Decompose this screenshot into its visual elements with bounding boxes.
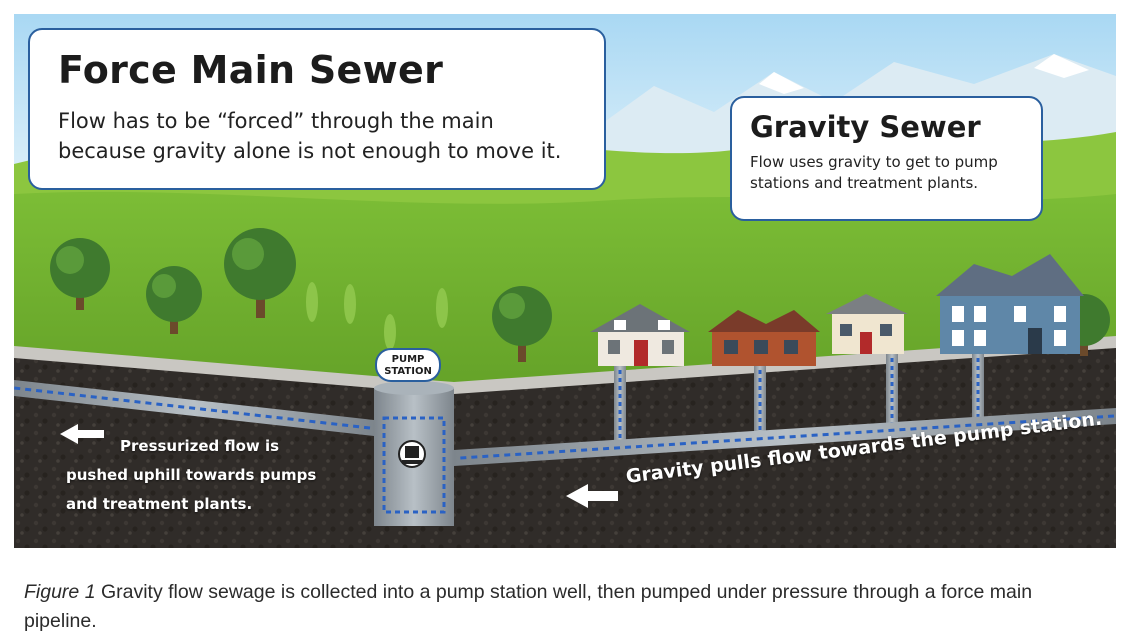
gravity-sewer-description: Flow uses gravity to get to pump station… — [750, 153, 998, 192]
house-icon — [936, 254, 1084, 354]
gravity-sewer-callout: Gravity Sewer Flow uses gravity to get t… — [730, 96, 1043, 221]
force-main-description: Flow has to be “forced” through the main… — [58, 109, 562, 163]
force-main-pipe — [14, 380, 374, 436]
tree-icon — [50, 238, 110, 310]
tree-icon — [306, 282, 318, 322]
pump-station-label-line1: PUMP — [391, 354, 425, 365]
tree-icon — [436, 288, 448, 328]
tree-icon — [492, 286, 552, 362]
gravity-main-pipe — [454, 408, 1116, 466]
house-icon — [708, 310, 820, 366]
pump-station-well — [374, 381, 454, 526]
lateral-pipes — [614, 354, 984, 452]
house-icon — [826, 294, 908, 354]
tree-icon — [344, 284, 356, 324]
force-main-callout: Force Main Sewer Flow has to be “forced”… — [28, 28, 606, 190]
figure-caption-lead: Figure 1 — [24, 581, 96, 603]
pump-station-label-line2: STATION — [384, 366, 432, 377]
figure-caption-text: Gravity flow sewage is collected into a … — [24, 581, 1033, 632]
figure-caption: Figure 1 Gravity flow sewage is collecte… — [24, 578, 1104, 636]
gravity-sewer-title: Gravity Sewer — [750, 110, 981, 144]
arrow-left-icon — [60, 424, 104, 444]
pump-icon — [398, 440, 426, 468]
pressurized-flow-label: Pressurized flow is pushed uphill toward… — [66, 437, 317, 513]
tree-icon — [384, 314, 396, 350]
ground-surface — [14, 336, 1116, 394]
house-icon — [590, 304, 690, 366]
tree-icon — [146, 266, 202, 334]
tree-icon — [224, 228, 296, 318]
force-main-title: Force Main Sewer — [58, 48, 444, 92]
arrow-left-icon — [566, 484, 618, 508]
pump-station-label: PUMP STATION — [375, 348, 441, 382]
sewer-diagram: Force Main Sewer Flow has to be “forced”… — [14, 14, 1116, 548]
